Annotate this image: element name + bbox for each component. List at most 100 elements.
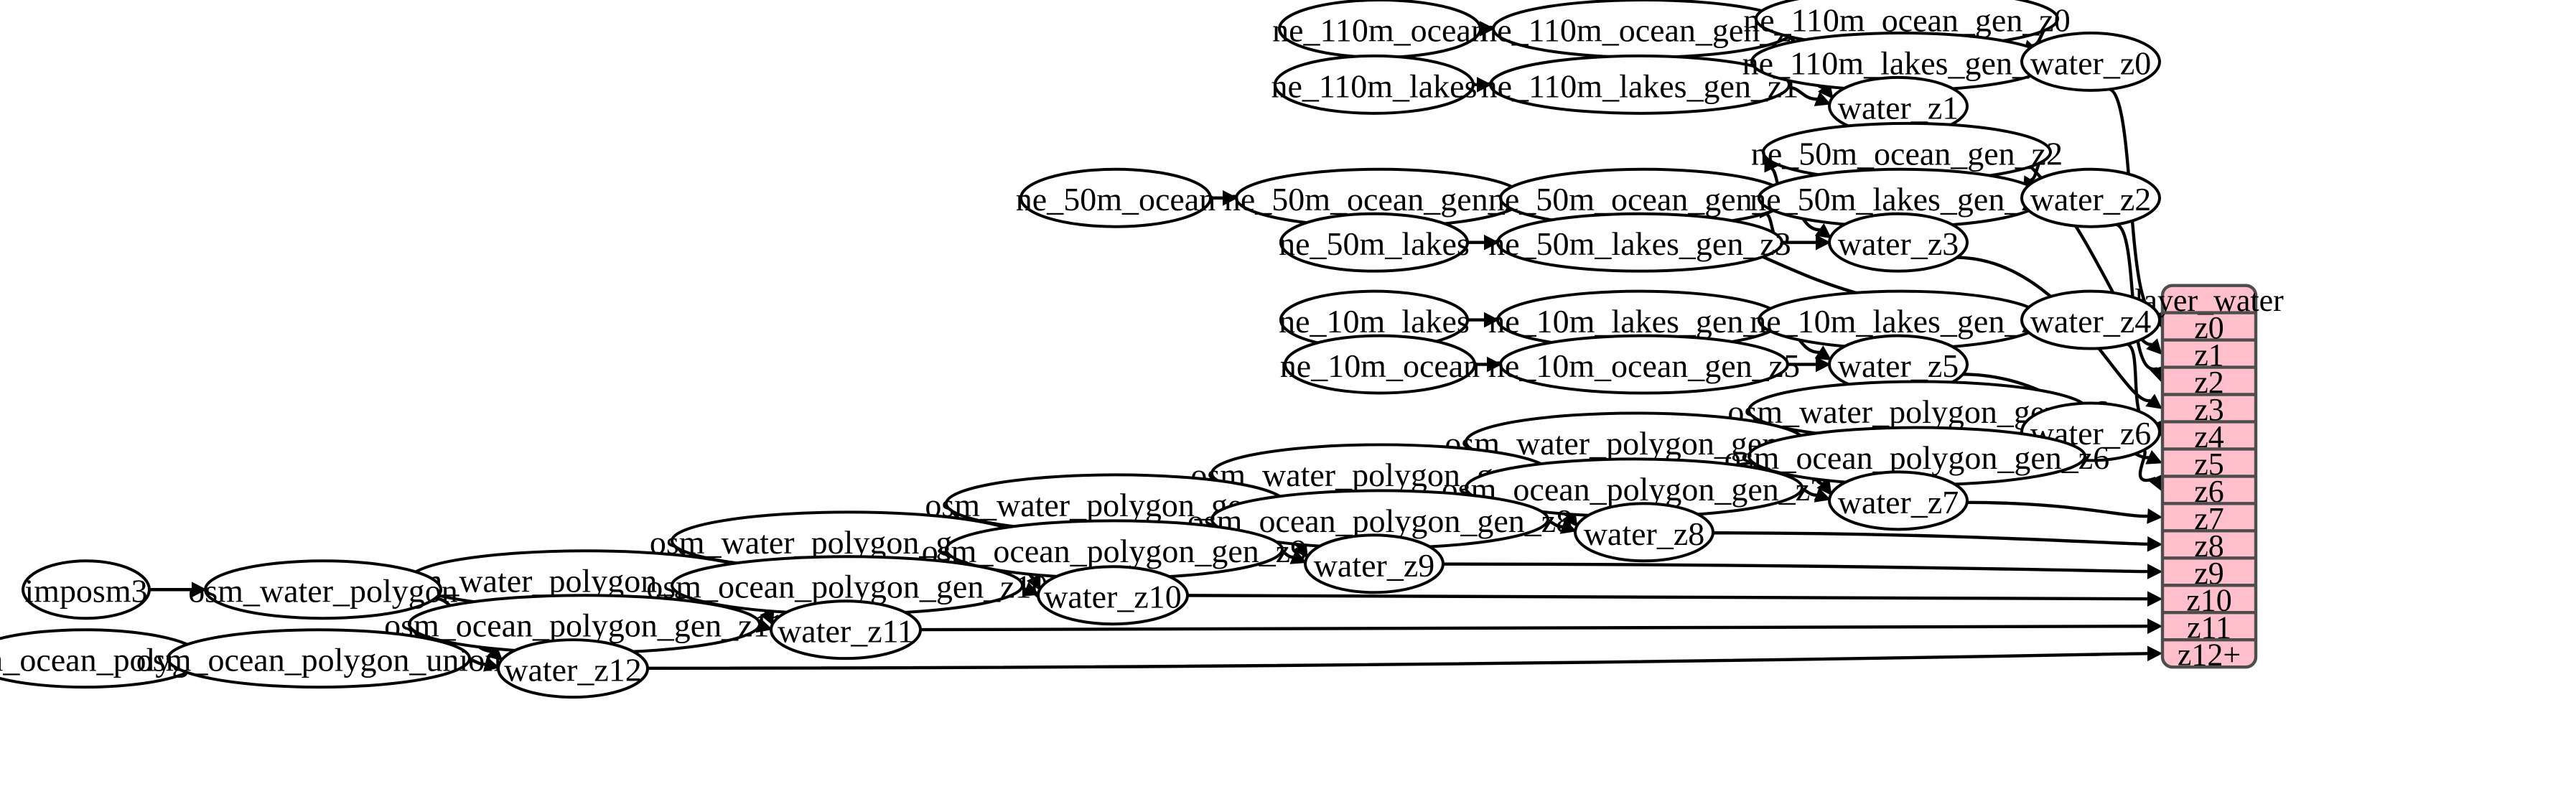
node-ne_10m_ocean_gen_z5[interactable]: ne_10m_ocean_gen_z5 — [1488, 334, 1800, 395]
edge-arrowhead — [1223, 190, 1238, 206]
node-ne_50m_ocean_gen_z2[interactable]: ne_50m_ocean_gen_z2 — [1751, 121, 2063, 182]
node-shape — [1496, 212, 1783, 273]
node-ne_50m_ocean[interactable]: ne_50m_ocean — [1016, 167, 1215, 228]
node-ne_50m_lakes_gen_z3[interactable]: ne_50m_lakes_gen_z3 — [1488, 212, 1791, 273]
node-label: water_z2 — [2030, 181, 2152, 218]
node-ne_50m_lakes_gen_z2[interactable]: ne_50m_lakes_gen_z2 — [1750, 167, 2053, 228]
node-ne_10m_lakes_gen_z5[interactable]: ne_10m_lakes_gen_z5 — [1488, 289, 1791, 350]
edge-arrowhead — [760, 608, 775, 626]
edge-arrowhead — [2147, 591, 2163, 607]
node-ne_110m_ocean_gen_z1[interactable]: ne_110m_ocean_gen_z1 — [1480, 0, 1808, 59]
node-label: water_z11 — [778, 613, 914, 650]
edge-water_z12-to-layer_water-z12+ — [645, 652, 2149, 670]
node-shape — [1037, 565, 1189, 626]
node-label: ne_10m_lakes_gen_z5 — [1488, 303, 1791, 340]
node-water_z7[interactable]: water_z7 — [1828, 470, 1969, 531]
node-shape — [1019, 167, 1212, 228]
node-label: ne_10m_lakes — [1279, 303, 1470, 340]
node-shape — [1828, 470, 1969, 531]
node-shape — [1499, 334, 1789, 395]
node-water_z9[interactable]: water_z9 — [1304, 533, 1445, 594]
node-label: ne_110m_lakes_gen_z0 — [1742, 45, 2061, 81]
edge-arrowhead — [2147, 564, 2163, 579]
node-ne_10m_ocean[interactable]: ne_10m_ocean — [1280, 334, 1480, 395]
node-shape — [204, 559, 442, 620]
node-osm_ocean_polygon_gen_z10[interactable]: osm_ocean_polygon_gen_z10 — [646, 555, 1048, 616]
node-shape — [167, 628, 471, 689]
edge-arrowhead — [1816, 478, 1832, 496]
node-ne_110m_lakes[interactable]: ne_110m_lakes — [1271, 54, 1478, 115]
edge-arrowhead — [1816, 234, 1831, 251]
node-label: water_z1 — [1838, 89, 1959, 126]
node-label: water_z8 — [1584, 515, 1705, 552]
node-osm_ocean_polygon_gen_z9[interactable]: osm_ocean_polygon_gen_z9 — [922, 519, 1307, 580]
layer-water-row-z12+[interactable]: z12+ — [2178, 638, 2241, 673]
node-label: ne_10m_lakes_gen_z4 — [1750, 303, 2052, 340]
node-layer: ne_110m_oceanne_110m_ocean_gen_z1ne_110m… — [0, 0, 2161, 699]
node-osm_water_polygon_gen_z11[interactable]: osm_water_polygon_gen_z11 — [388, 549, 785, 610]
node-water_z12[interactable]: water_z12 — [497, 638, 649, 699]
node-label: imposm3 — [24, 573, 147, 610]
node-label: ne_10m_ocean — [1280, 347, 1480, 384]
node-label: water_z12 — [504, 652, 642, 688]
node-shape — [1284, 334, 1476, 395]
node-label: ne_110m_lakes_gen_z1 — [1481, 67, 1799, 104]
node-label: ne_50m_ocean_gen_z4 — [1224, 181, 1536, 218]
node-ne_110m_ocean[interactable]: ne_110m_ocean — [1272, 0, 1488, 59]
node-water_z10[interactable]: water_z10 — [1037, 565, 1189, 626]
edge-arrowhead — [2147, 508, 2163, 524]
node-water_z11[interactable]: water_z11 — [770, 599, 922, 660]
edge-arrowhead — [486, 645, 503, 661]
node-water_z2[interactable]: water_z2 — [2020, 167, 2161, 228]
node-label: osm_ocean_polygon_gen_z10 — [646, 569, 1047, 605]
node-ne_110m_lakes_gen_z1[interactable]: ne_110m_lakes_gen_z1 — [1481, 54, 1799, 115]
node-water_z3[interactable]: water_z3 — [1828, 212, 1969, 273]
node-label: ne_50m_lakes_gen_z3 — [1488, 225, 1791, 262]
node-water_z4[interactable]: water_z4 — [2020, 289, 2161, 350]
edge-arrowhead — [1559, 519, 1577, 534]
node-shape — [2020, 31, 2161, 92]
node-ne_50m_lakes[interactable]: ne_50m_lakes — [1279, 212, 1470, 273]
edge-arrowhead — [2146, 338, 2162, 355]
edge-water_z9-to-layer_water-z9 — [1442, 562, 2149, 574]
node-ne_50m_ocean_gen_z4[interactable]: ne_50m_ocean_gen_z4 — [1224, 167, 1536, 228]
node-water_z0[interactable]: water_z0 — [2020, 31, 2161, 92]
node-ne_10m_lakes_gen_z4[interactable]: ne_10m_lakes_gen_z4 — [1750, 289, 2053, 350]
edge-arrowhead — [1022, 582, 1040, 597]
node-shape — [1304, 533, 1445, 594]
node-label: osm_water_polygon — [188, 573, 458, 610]
node-label: water_z4 — [2030, 303, 2152, 340]
edge-water_z11-to-layer_water-z11 — [918, 625, 2149, 632]
node-label: water_z10 — [1044, 579, 1182, 615]
node-label: ne_110m_lakes — [1271, 67, 1478, 104]
edge-arrowhead — [483, 656, 500, 672]
layer-water-table: layer_waterz0z1z2z3z4z5z6z7z8z9z10z11z12… — [2134, 283, 2284, 673]
node-label: osm_ocean_polygon_gen_z9 — [922, 533, 1307, 569]
edge-arrowhead — [2145, 393, 2162, 409]
node-label: water_z7 — [1838, 484, 1959, 520]
node-osm_ocean_polygon_gen_z11[interactable]: osm_ocean_polygon_gen_z11 — [384, 594, 785, 655]
node-water_z8[interactable]: water_z8 — [1574, 502, 1714, 563]
node-osm_ocean_polygon_gen_z6[interactable]: osm_ocean_polygon_gen_z6 — [1725, 426, 2109, 487]
node-ne_50m_ocean_gen_z3[interactable]: ne_50m_ocean_gen_z3 — [1488, 167, 1800, 228]
edge-arrowhead — [1814, 487, 1831, 503]
node-label: water_z0 — [2030, 45, 2152, 81]
node-osm_water_polygon[interactable]: osm_water_polygon — [188, 559, 458, 620]
node-osm_ocean_polygon_union[interactable]: osm_ocean_polygon_union — [136, 628, 501, 689]
edge-arrowhead — [2145, 449, 2163, 464]
node-water_z1[interactable]: water_z1 — [1828, 75, 1969, 136]
node-shape — [2020, 167, 2161, 228]
node-label: ne_10m_ocean_gen_z5 — [1488, 347, 1800, 384]
edge-arrowhead — [2147, 645, 2163, 662]
node-ne_110m_lakes_gen_z0[interactable]: ne_110m_lakes_gen_z0 — [1742, 31, 2061, 92]
node-label: ne_110m_ocean — [1272, 11, 1488, 48]
node-imposm3[interactable]: imposm3 — [22, 559, 151, 620]
node-label: water_z9 — [1314, 547, 1435, 584]
edge-arrowhead — [2147, 536, 2163, 552]
node-shape — [770, 599, 922, 660]
edge-arrowhead — [2147, 618, 2163, 635]
edge-arrowhead — [1814, 223, 1832, 239]
node-water_z5[interactable]: water_z5 — [1828, 334, 1969, 395]
